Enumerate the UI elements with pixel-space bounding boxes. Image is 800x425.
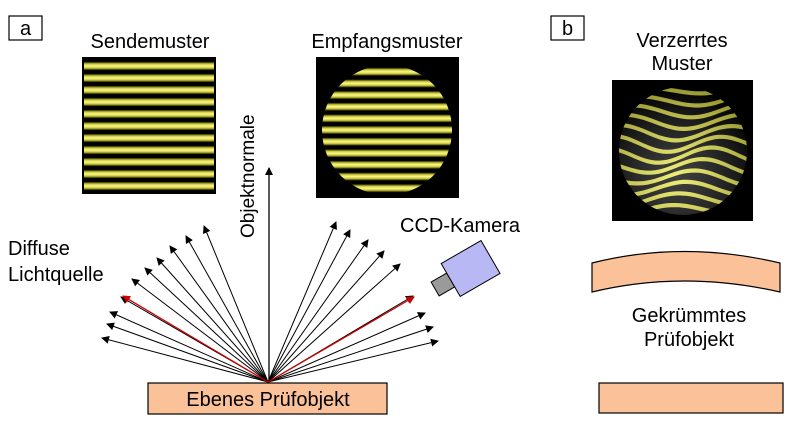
stripe xyxy=(84,157,214,167)
ray-arrow xyxy=(101,335,269,383)
stripe xyxy=(84,85,214,95)
stripe xyxy=(322,172,452,181)
distorted-pattern xyxy=(612,80,753,221)
stripe xyxy=(322,149,452,158)
ray-arrow xyxy=(144,267,269,383)
stripe xyxy=(322,125,452,134)
distorted-pattern-label-line2: Muster xyxy=(651,53,712,75)
curved-object-label-line2: Prüfobjekt xyxy=(644,329,734,351)
sent-pattern xyxy=(82,57,216,194)
flat-object-reference xyxy=(598,382,784,414)
distorted-pattern-label-line1: Verzerrtes xyxy=(636,30,727,52)
stripe xyxy=(84,73,214,83)
incident-ray-red xyxy=(122,295,269,383)
ray-arrow xyxy=(131,278,269,383)
ray-arrow xyxy=(106,322,269,383)
stripe xyxy=(84,145,214,155)
ray-arrow xyxy=(156,257,269,383)
ray-arrow xyxy=(169,245,269,383)
ray-fan xyxy=(101,221,439,383)
panel-b-tag: b xyxy=(562,18,573,40)
stripe xyxy=(322,102,452,111)
ray-arrow xyxy=(267,263,401,383)
object-normal-label: Objektnormale xyxy=(238,114,259,238)
camera-label: CCD-Kamera xyxy=(400,215,521,237)
ray-arrow xyxy=(267,239,369,383)
stripe xyxy=(322,67,452,76)
light-source-label-line1: Diffuse xyxy=(8,238,70,260)
stripe xyxy=(322,184,452,193)
curved-test-object xyxy=(591,250,781,293)
ray-arrow xyxy=(267,312,426,383)
flat-test-object xyxy=(147,382,388,415)
ray-arrow xyxy=(185,235,269,383)
reflected-ray-red xyxy=(267,296,415,383)
stripe xyxy=(322,160,452,169)
stripe xyxy=(84,109,214,119)
ray-arrow xyxy=(202,225,269,383)
received-pattern xyxy=(316,57,459,198)
panel-a-tag: a xyxy=(20,18,32,40)
panel-b-tag-box xyxy=(550,15,585,41)
ray-arrow xyxy=(109,311,269,383)
ccd-camera-icon xyxy=(430,239,501,298)
ray-arrow xyxy=(267,221,337,383)
stripe xyxy=(84,61,214,71)
stripe xyxy=(322,91,452,100)
stripe xyxy=(84,169,214,179)
ray-arrow xyxy=(267,250,385,383)
stripe xyxy=(84,121,214,131)
panel-a: a Sendemuster Empfangsmuster Objektnorma… xyxy=(8,15,521,415)
stripe xyxy=(322,114,452,123)
ray-arrow xyxy=(267,229,351,383)
sent-pattern-label: Sendemuster xyxy=(91,31,210,53)
panel-b: b Verzerrtes Muster Gekrümmtes Prüfobjek… xyxy=(550,15,784,414)
stripe xyxy=(84,133,214,143)
stripe xyxy=(84,181,214,191)
curved-object-label-line1: Gekrümmtes xyxy=(632,305,746,327)
stripe xyxy=(322,79,452,88)
stripe xyxy=(322,137,452,146)
panel-a-tag-box xyxy=(8,15,43,41)
stripe xyxy=(84,97,214,107)
ray-arrow xyxy=(267,338,439,383)
light-source-label-line2: Lichtquelle xyxy=(8,264,104,286)
flat-test-object-label: Ebenes Prüfobjekt xyxy=(186,389,350,411)
ray-arrow xyxy=(267,325,434,383)
received-pattern-label: Empfangsmuster xyxy=(311,31,463,53)
